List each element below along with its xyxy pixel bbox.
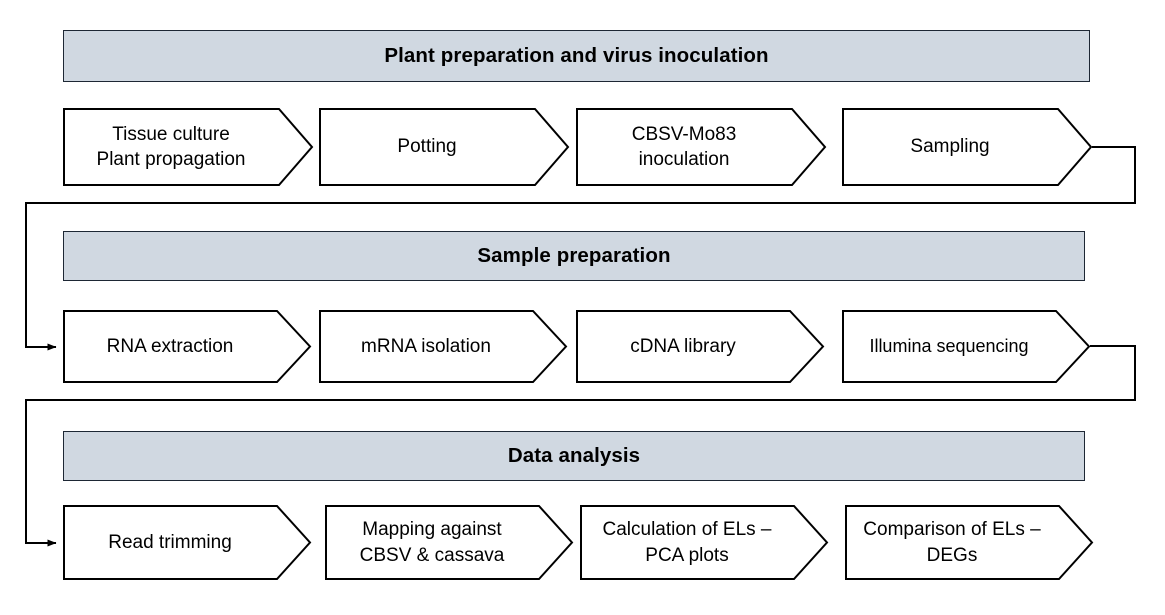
process-step-potting[interactable]: Potting: [319, 108, 570, 186]
process-step-cbsv-inoculation[interactable]: CBSV-Mo83 inoculation: [576, 108, 827, 186]
section-header-sample-preparation: Sample preparation: [63, 231, 1085, 281]
process-step-calculation-els-pca[interactable]: Calculation of ELs – PCA plots: [580, 505, 829, 580]
process-step-sampling[interactable]: Sampling: [842, 108, 1093, 186]
process-step-cdna-library[interactable]: cDNA library: [576, 310, 825, 383]
process-step-read-trimming[interactable]: Read trimming: [63, 505, 312, 580]
section-header-plant-preparation: Plant preparation and virus inoculation: [63, 30, 1090, 82]
process-step-mrna-isolation[interactable]: mRNA isolation: [319, 310, 568, 383]
process-step-rna-extraction[interactable]: RNA extraction: [63, 310, 312, 383]
process-step-tissue-culture[interactable]: Tissue culture Plant propagation: [63, 108, 314, 186]
process-step-comparison-els-degs[interactable]: Comparison of ELs – DEGs: [845, 505, 1094, 580]
process-step-illumina-sequencing[interactable]: Illumina sequencing: [842, 310, 1091, 383]
process-step-mapping[interactable]: Mapping against CBSV & cassava: [325, 505, 574, 580]
section-header-data-analysis: Data analysis: [63, 431, 1085, 481]
